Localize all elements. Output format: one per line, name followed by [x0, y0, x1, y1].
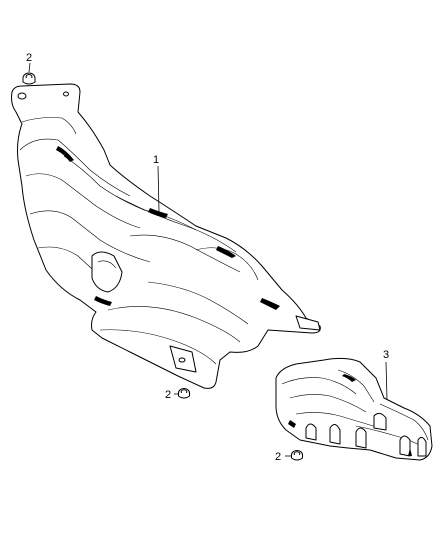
nut-top — [22, 72, 36, 85]
heat-shield-small — [275, 357, 433, 461]
nut-middle — [178, 388, 190, 399]
heat-shield-large — [11, 83, 321, 389]
nut-bottom — [291, 450, 303, 461]
leader-heat-shield-large — [157, 165, 160, 213]
callout-nut-top: 2 — [26, 52, 32, 64]
callout-heat-shield-small: 3 — [383, 349, 389, 361]
callout-nut-bottom: 2 — [275, 451, 281, 463]
leader-nut-top — [28, 62, 31, 73]
leader-heat-shield-small — [385, 361, 388, 401]
callout-nut-middle: 2 — [165, 389, 171, 401]
callout-heat-shield-large: 1 — [153, 154, 159, 166]
